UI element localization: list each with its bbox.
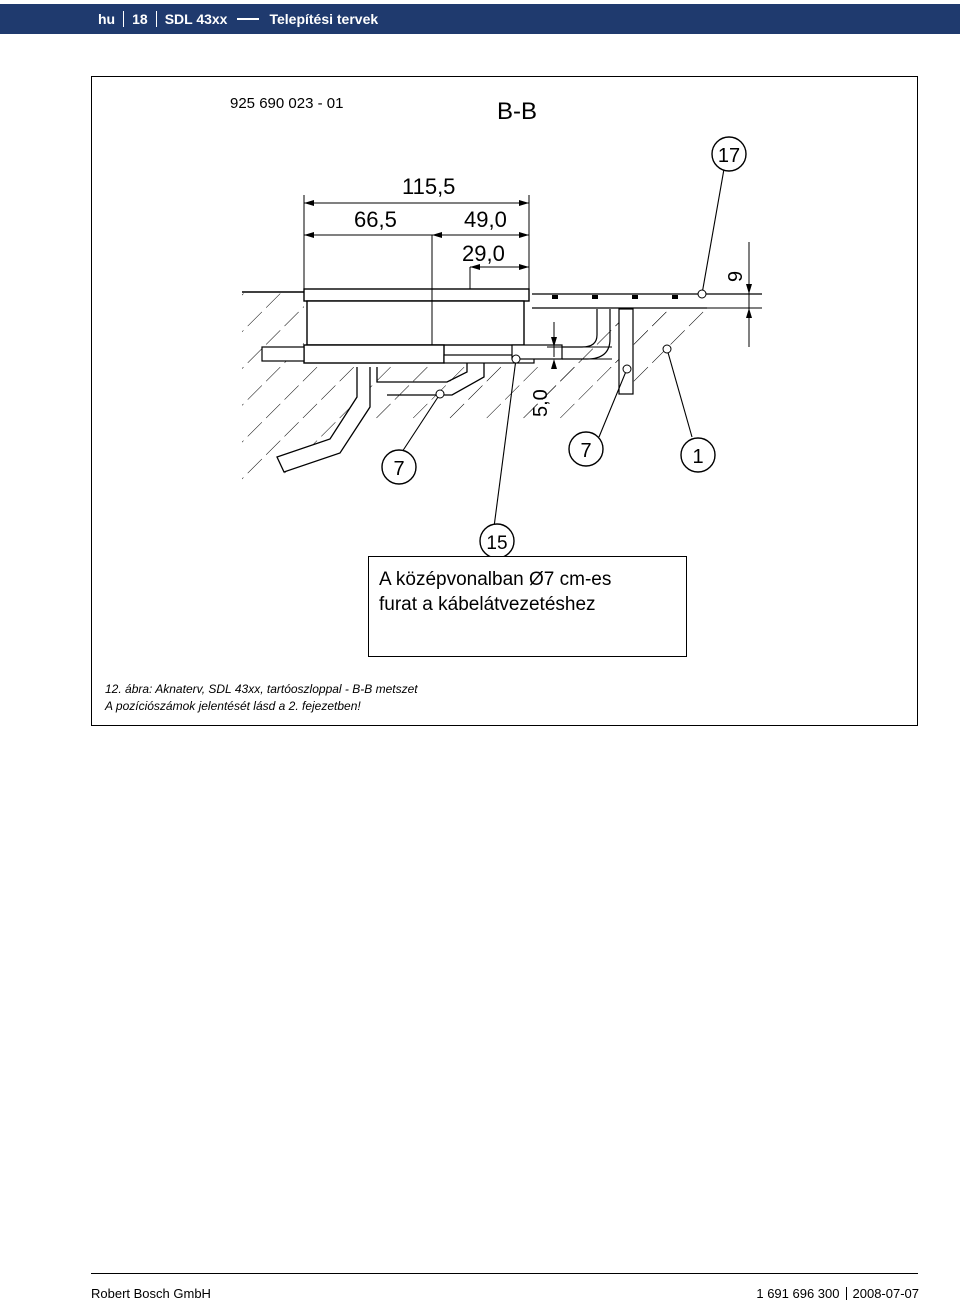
callout-balloon-7: 7: [381, 449, 417, 485]
cable-pipe-bend: [387, 363, 485, 396]
support-column: [618, 308, 634, 395]
callout-balloon-1: 1: [680, 437, 716, 473]
callout-number: 7: [580, 440, 591, 462]
callout-number: 15: [486, 533, 507, 554]
note-line: A középvonalban Ø7 cm-es: [379, 569, 612, 590]
footer-doc-number: 1 691 696 300: [756, 1286, 840, 1301]
footer-date: 2008-07-07: [852, 1286, 920, 1301]
header-separator: [123, 11, 125, 27]
housing-body: [306, 300, 525, 346]
dimension-label: 115,5: [402, 174, 455, 199]
housing-top-flange: [303, 288, 530, 302]
note-line: furat a kábelátvezetéshez: [379, 594, 596, 615]
figure-frame: 925 690 023 - 01 B-B: [91, 76, 918, 726]
callout-balloon-17: 17: [711, 136, 747, 172]
note-box: A középvonalban Ø7 cm-es furat a kábelát…: [368, 556, 687, 657]
ground-hatching: [242, 292, 304, 482]
cover-plate-rivets: [552, 295, 678, 299]
header-separator: [155, 11, 157, 27]
side-conduit: [261, 346, 305, 362]
callout-number: 7: [393, 458, 404, 480]
housing-base: [303, 344, 445, 364]
section-label: B-B: [497, 98, 537, 125]
caption-line: A pozíciószámok jelentését lásd a 2. fej…: [105, 699, 361, 713]
dimension-arrows: [304, 200, 752, 369]
footer-rule: [91, 1273, 918, 1274]
ground-hatching: [242, 367, 362, 482]
header-section-title: Telepítési tervek: [269, 11, 379, 27]
ground-hatching: [522, 309, 707, 422]
dimension-label: 5,0: [530, 389, 552, 417]
dimension-label: 9: [725, 271, 747, 282]
footer-company: Robert Bosch GmbH: [91, 1286, 211, 1301]
footer-meta: 1 691 696 300 2008-07-07: [756, 1286, 919, 1301]
callout-number: 1: [692, 446, 703, 468]
cable-pipe: [276, 367, 371, 473]
cable-pipe-bend: [376, 363, 468, 383]
callout-balloon-15: 15: [479, 523, 515, 557]
caption-line: 12. ábra: Aknaterv, SDL 43xx, tartóoszlo…: [105, 682, 418, 696]
callout-number: 17: [718, 145, 740, 167]
leader-lines: [401, 168, 725, 528]
technical-drawing: 925 690 023 - 01 B-B: [230, 95, 762, 557]
dimension-label: 49,0: [464, 207, 507, 232]
footer-separator: [845, 1287, 847, 1300]
header-dash: [237, 18, 260, 20]
dimension-label: 29,0: [462, 241, 505, 266]
dimension-label: 66,5: [354, 207, 397, 232]
part-number: 925 690 023 - 01: [230, 95, 343, 112]
callout-balloon-7: 7: [568, 431, 604, 467]
figure-caption: 12. ábra: Aknaterv, SDL 43xx, tartóoszlo…: [105, 681, 418, 715]
header-product: SDL 43xx: [164, 11, 228, 27]
cable-channel: [511, 344, 563, 360]
header-lang: hu: [98, 11, 116, 27]
page-header: hu 18 SDL 43xx Telepítési tervek: [0, 4, 960, 34]
header-page-number: 18: [132, 11, 148, 27]
leader-end-markers: [435, 289, 707, 399]
